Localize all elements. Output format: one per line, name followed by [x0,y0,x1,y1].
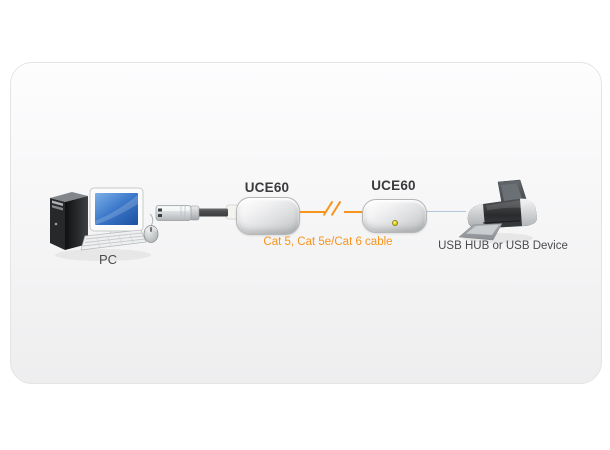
printer-body [467,198,538,229]
pc-label: PC [98,252,118,267]
pc-icon [50,187,159,261]
usb-cable-icon [155,204,243,221]
led-indicator [392,220,398,226]
plug-collar [189,205,200,221]
pc-shadow [55,249,151,261]
keyboard-icon [80,229,147,251]
cat-cable-label: Cat 5, Cat 5e/Cat 6 cable [263,236,393,248]
usb-link-line [426,210,466,213]
usb-device-label: USB HUB or USB Device [438,240,568,252]
printer-icon [458,179,538,243]
extender-device-right [362,199,427,233]
mouse-icon [143,213,159,243]
tower-icon [50,192,88,250]
cat-cable-line-left [297,211,326,213]
extender-device-left [236,197,300,235]
cat-cable-line-right [344,211,363,213]
usb-plug-icon [155,205,192,221]
output-tray [458,223,503,241]
extender-left-label: UCE60 [244,180,290,195]
usb-cord [198,208,228,217]
extender-right-label: UCE60 [371,178,416,193]
